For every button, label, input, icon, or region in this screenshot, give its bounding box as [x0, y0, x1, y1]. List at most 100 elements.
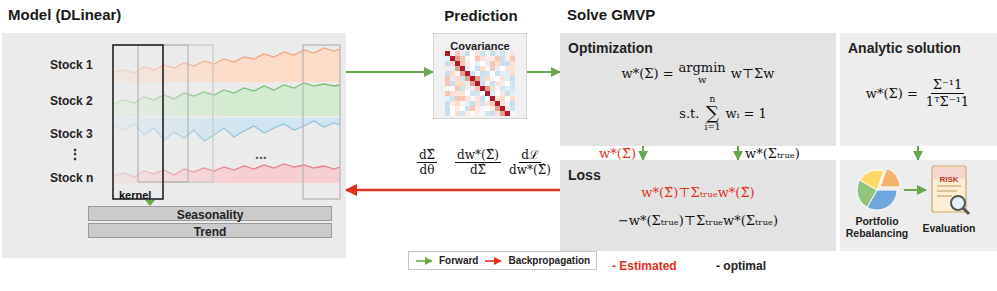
heatmap-cell	[465, 96, 470, 101]
series-label: Stock 2	[50, 94, 93, 108]
document-line	[937, 190, 957, 191]
heatmap-cell	[485, 51, 490, 56]
formula-stack: argminw	[679, 61, 726, 85]
heatmap-cell	[475, 71, 480, 76]
loss-term: w*(Σ̂)⊤Σₜᵣᵤₑw*(Σ̂)	[641, 185, 754, 200]
kernel-box	[113, 45, 163, 199]
heatmap-cell	[480, 61, 485, 66]
heatmap-cell	[490, 111, 495, 116]
heatmap-cell	[470, 76, 475, 81]
heatmap-cell	[450, 91, 455, 96]
derivative-numerator: dℒ	[519, 148, 541, 163]
heatmap-cell	[510, 106, 515, 111]
formula-row: w*(Σ) =argminww⊤Σw	[560, 61, 836, 85]
heatmap-cell	[460, 76, 465, 81]
analytic-box: Analytic solutionw*(Σ) =Σ⁻¹11ᵀΣ⁻¹1	[840, 33, 997, 146]
heatmap-cell	[445, 81, 450, 86]
legend-note: - Estimated	[612, 259, 677, 273]
heatmap-cell	[465, 101, 470, 106]
heatmap-cell	[510, 61, 515, 66]
heatmap-cell	[470, 61, 475, 66]
heatmap-cell	[510, 51, 515, 56]
heatmap-cell	[500, 81, 505, 86]
formula-term: w⊤Σw	[731, 66, 775, 81]
heatmap-cell	[475, 106, 480, 111]
heatmap-cell	[495, 101, 500, 106]
heatmap-cell	[505, 91, 510, 96]
heatmap-cell	[480, 86, 485, 91]
magnifier	[951, 196, 965, 210]
forward-arrow	[527, 71, 560, 73]
heatmap-cell	[470, 81, 475, 86]
heatmap-cell	[465, 71, 470, 76]
text-slot: w*(Σ̂)⊤Σₜᵣᵤₑw*(Σ̂)	[560, 183, 836, 201]
text-slot: −w*(Σₜᵣᵤₑ)⊤Σₜᵣᵤₑw*(Σₜᵣᵤₑ)	[560, 211, 836, 229]
text-slot: ⋮	[68, 145, 82, 163]
heatmap-cell	[460, 71, 465, 76]
heatmap-cell	[495, 76, 500, 81]
heatmap-cell	[445, 76, 450, 81]
heatmap-cell	[460, 96, 465, 101]
formula-term: s.t.	[679, 106, 699, 121]
heatmap-cell	[485, 86, 490, 91]
legend-text: Backpropagation	[508, 255, 590, 266]
heatmap-cell	[490, 71, 495, 76]
covariance-box: PredictionCovariance	[433, 33, 527, 119]
heatmap-cell	[490, 86, 495, 91]
heatmap-cell	[485, 101, 490, 106]
panel-title: Solve GMVP	[567, 6, 655, 23]
pie-slice	[880, 168, 900, 187]
formula-limit: n	[710, 95, 716, 104]
heatmap-cell	[500, 76, 505, 81]
text-slot: w*(Σ) =argminww⊤Σw	[560, 61, 836, 85]
heatmap-cell	[500, 96, 505, 101]
flow-arrow	[904, 189, 926, 191]
text-slot: s.t.n∑i=1wᵢ = 1	[610, 95, 836, 133]
heatmap-cell	[460, 56, 465, 61]
heatmap-cell	[470, 101, 475, 106]
heatmap-cell	[475, 56, 480, 61]
formula-row: s.t.n∑i=1wᵢ = 1	[610, 95, 836, 133]
heatmap-cell	[465, 81, 470, 86]
heatmap-cell	[450, 81, 455, 86]
heatmap-cell	[490, 91, 495, 96]
heatmap-cell	[470, 111, 475, 116]
text-slot: dℒdw*(Σ̂)	[490, 148, 570, 178]
heatmap-cell	[475, 81, 480, 86]
heatmap-cell	[500, 51, 505, 56]
document-line	[937, 195, 952, 196]
heatmap-cell	[445, 96, 450, 101]
text-slot: - Estimated	[612, 256, 677, 274]
heatmap-cell	[475, 51, 480, 56]
heatmap-cell	[490, 76, 495, 81]
heatmap-cell	[465, 91, 470, 96]
heatmap-cell	[470, 71, 475, 76]
heatmap-cell	[450, 76, 455, 81]
heatmap-cell	[465, 111, 470, 116]
legend-note: - optimal	[716, 259, 766, 273]
heatmap-cell	[505, 86, 510, 91]
heatmap-cell	[490, 101, 495, 106]
text-slot: Portfolio Rebalancing	[840, 215, 914, 239]
derivative-denominator: dw*(Σ̂)	[507, 163, 553, 177]
legend-arrow-line	[416, 260, 432, 262]
panel-title: Prediction	[444, 7, 517, 24]
formula-operator: ∑	[706, 104, 719, 123]
optimization-box: Optimizationw*(Σ) =argminww⊤Σws.t.n∑i=1w…	[560, 33, 836, 146]
heatmap-cell	[465, 66, 470, 71]
heatmap-cell	[475, 111, 480, 116]
heatmap-cell	[450, 71, 455, 76]
legend-arrow	[484, 256, 502, 266]
formula-limit: i=1	[704, 123, 720, 132]
legend-text: Forward	[439, 255, 478, 266]
heatmap-cell	[460, 111, 465, 116]
heatmap-cell	[450, 86, 455, 91]
text-slot: Seasonality	[89, 207, 331, 222]
heatmap-cell	[470, 56, 475, 61]
heatmap-cell	[460, 86, 465, 91]
heatmap-cell	[510, 86, 515, 91]
text-slot: Evaluation	[916, 218, 982, 236]
formula-row: w*(Σ) =Σ⁻¹11ᵀΣ⁻¹1	[840, 77, 997, 109]
heatmap-cell	[460, 51, 465, 56]
